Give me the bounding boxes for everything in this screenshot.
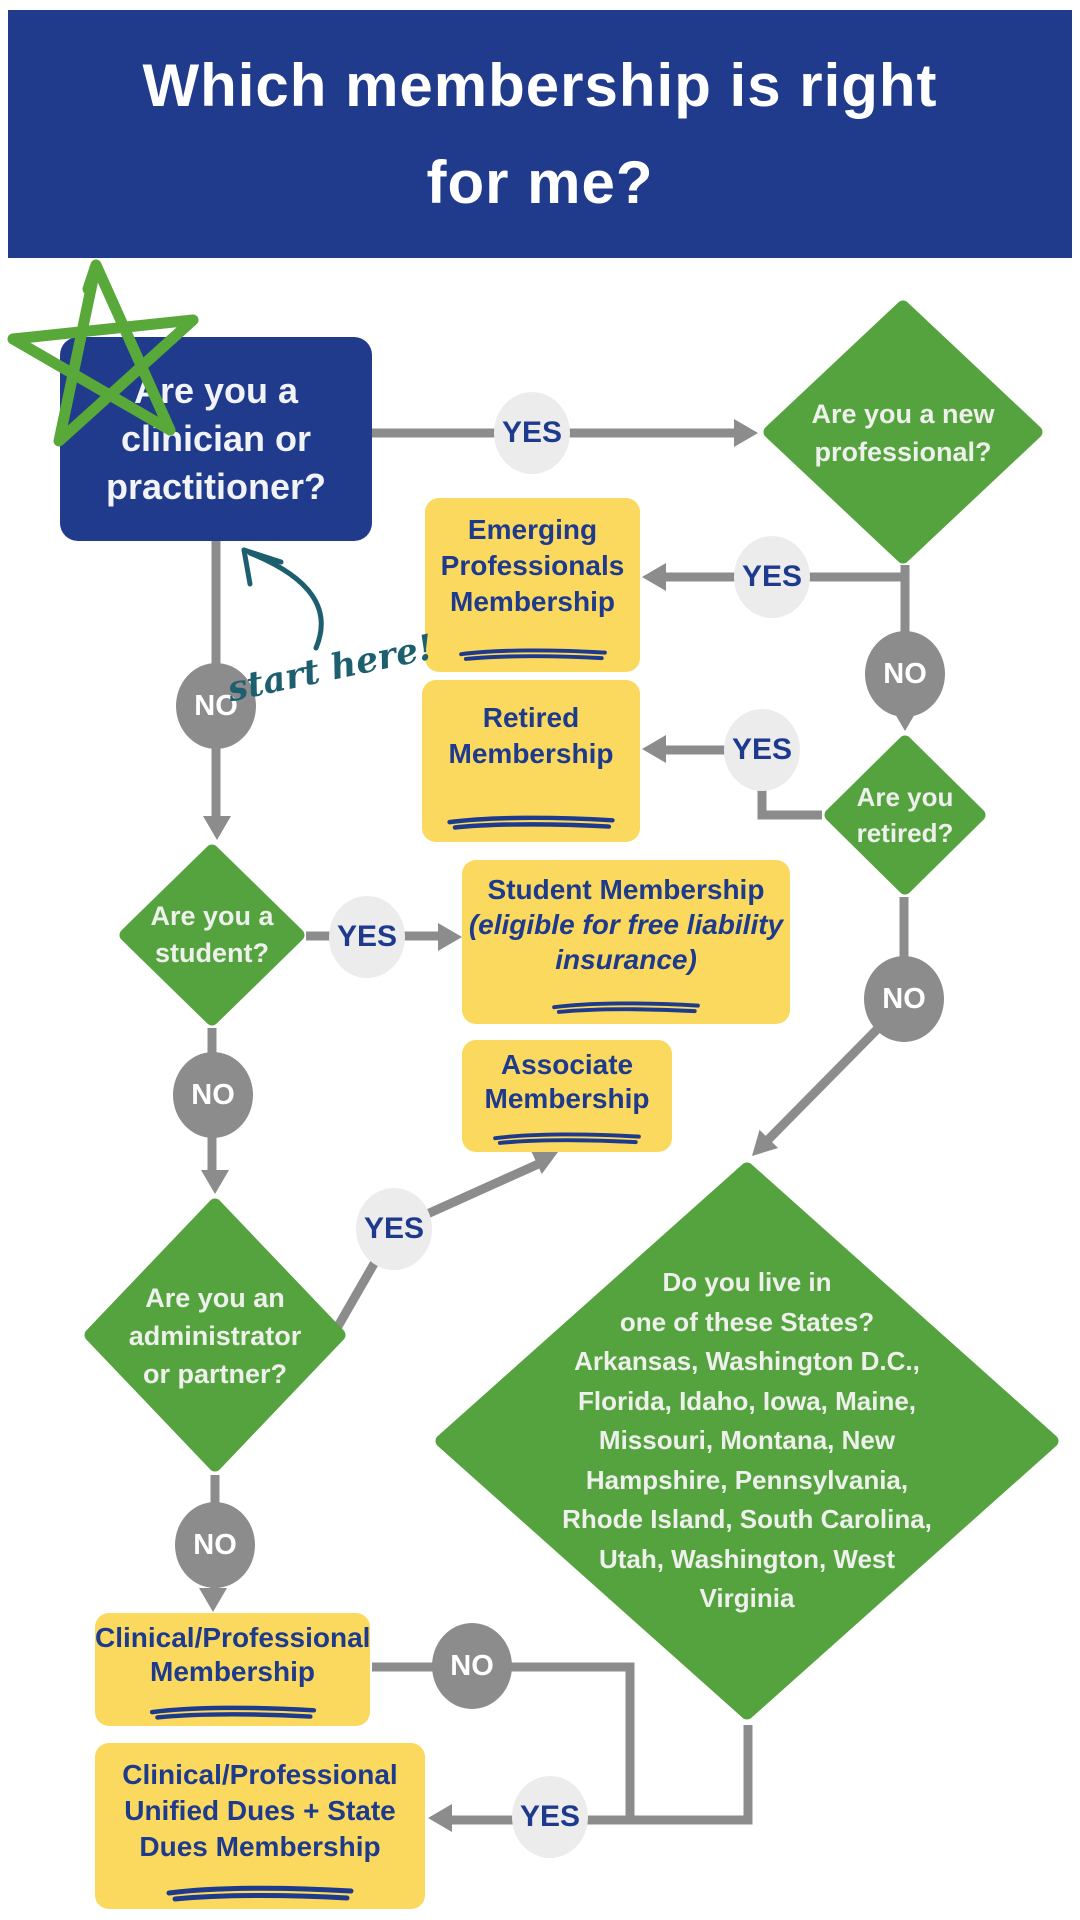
outcome-text: Professionals <box>440 550 625 581</box>
decision-retired: Are you retired? <box>822 733 988 897</box>
underline-doodle-icon <box>166 1885 354 1902</box>
no-label: NO <box>432 1623 512 1709</box>
decision-text: Rhode Island, South Carolina, <box>562 1504 932 1534</box>
decision-new-professional: Are you a new professional? <box>760 297 1046 567</box>
no-label: NO <box>173 1052 253 1138</box>
yes-label: YES <box>329 896 405 978</box>
no-label: NO <box>175 1502 255 1588</box>
page-title-line2: for me? <box>426 149 654 216</box>
decision-text: one of these States? <box>619 1306 875 1337</box>
decision-text: student? <box>155 938 269 968</box>
outcome-text: Membership <box>450 586 615 617</box>
outcome-text: Clinical/Professional <box>122 1759 398 1790</box>
outcome-text: Student Membership <box>487 874 765 905</box>
outcome-text: Associate <box>500 1049 634 1080</box>
outcome-text: Unified Dues + State <box>124 1795 396 1826</box>
outcome-unified-dues: Clinical/Professional Unified Dues + Sta… <box>95 1743 425 1909</box>
outcome-clinical-professional: Clinical/Professional Membership <box>95 1613 370 1726</box>
decision-text: Arkansas, Washington D.C., <box>574 1346 920 1376</box>
start-question-box: Are you a clinician or practitioner? <box>60 337 372 541</box>
outcome-text: Membership <box>484 1083 650 1114</box>
underline-doodle-icon <box>493 1132 641 1145</box>
outcome-text: Clinical/Professional <box>95 1622 371 1653</box>
decision-text: Are you a new <box>811 399 995 429</box>
outcome-text: (eligible for free liability <box>468 909 784 940</box>
outcome-text: Membership <box>150 1656 315 1687</box>
outcome-student: Student Membership (eligible for free li… <box>462 860 790 1024</box>
outcome-text: insurance) <box>555 944 697 975</box>
yes-label: YES <box>512 1776 588 1858</box>
decision-text: Florida, Idaho, Iowa, Maine, <box>577 1385 917 1416</box>
yes-label: YES <box>356 1188 432 1270</box>
outcome-associate: Associate Membership <box>462 1040 672 1152</box>
decision-text: Utah, Washington, West <box>598 1543 896 1574</box>
decision-text: Hampshire, Pennsylvania, <box>585 1464 909 1495</box>
yes-label: YES <box>724 709 800 791</box>
page-title-line1: Which membership is right <box>142 52 938 119</box>
star-doodle-icon <box>7 259 199 447</box>
decision-text: Virginia <box>699 1583 795 1613</box>
decision-administrator: Are you an administrator or partner? <box>81 1195 349 1475</box>
outcome-text: Dues Membership <box>139 1831 381 1862</box>
decision-student: Are you a student? <box>117 842 307 1028</box>
no-label: NO <box>176 663 256 749</box>
no-label: NO <box>864 956 944 1042</box>
yes-label: YES <box>494 392 570 474</box>
decision-text: Missouri, Montana, New <box>598 1425 896 1455</box>
decision-text: or partner? <box>142 1359 288 1389</box>
decision-text: administrator <box>128 1321 302 1351</box>
outcome-text: Membership <box>448 738 614 769</box>
underline-doodle-icon <box>447 815 615 830</box>
start-question-line: practitioner? <box>105 466 327 507</box>
decision-text: Do you live in <box>662 1267 832 1297</box>
header-banner: Which membership is right for me? <box>8 10 1072 258</box>
outcome-retired: Retired Membership <box>422 680 640 842</box>
underline-doodle-icon <box>552 1001 700 1014</box>
outcome-text: Retired <box>482 702 580 733</box>
no-label: NO <box>865 631 945 717</box>
decision-states: Do you live in one of these States? Arka… <box>430 1157 1064 1725</box>
decision-text: Are you an <box>145 1283 285 1313</box>
underline-doodle-icon <box>149 1705 316 1720</box>
decision-text: retired? <box>856 818 954 848</box>
outcome-text: Emerging <box>467 514 598 545</box>
outcome-emerging-professionals: Emerging Professionals Membership <box>425 498 640 672</box>
underline-doodle-icon <box>458 648 607 661</box>
yes-label: YES <box>734 536 810 618</box>
decision-text: Are you <box>856 782 954 812</box>
decision-text: professional? <box>814 437 992 467</box>
decision-text: Are you a <box>150 901 274 931</box>
